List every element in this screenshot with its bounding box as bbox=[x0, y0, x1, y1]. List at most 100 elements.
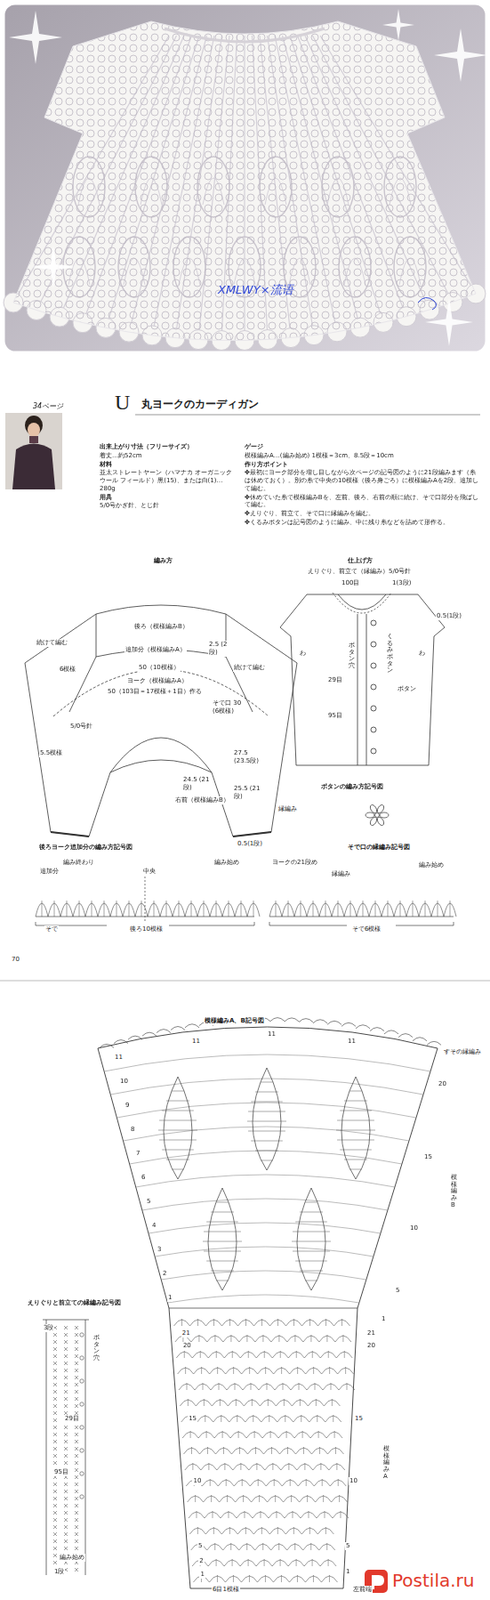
drawing-stroke bbox=[250, 1140, 283, 1141]
label-text: 仕上げ方 bbox=[346, 556, 374, 565]
drawing-stroke bbox=[315, 1397, 317, 1406]
drawing-stroke bbox=[193, 1366, 210, 1374]
drawing-stroke bbox=[184, 1023, 200, 1028]
label-text: ボタン穴 bbox=[347, 642, 356, 670]
drawing-stroke bbox=[64, 1538, 68, 1543]
drawing-stroke bbox=[53, 1396, 57, 1400]
drawing-stroke bbox=[222, 1429, 224, 1438]
drawing-stroke bbox=[292, 1230, 330, 1232]
drawing-stroke bbox=[252, 1413, 254, 1422]
drawing-stroke bbox=[273, 1478, 275, 1486]
drawing-stroke bbox=[321, 1478, 323, 1486]
drawing-stroke bbox=[280, 1558, 282, 1566]
drawing-stroke bbox=[248, 1130, 286, 1132]
drawing-stroke bbox=[74, 1566, 79, 1571]
label-text: 5 bbox=[345, 1541, 351, 1550]
drawing-stroke bbox=[53, 1389, 57, 1393]
drawing-stroke bbox=[242, 1382, 259, 1390]
drawing-stroke bbox=[275, 899, 277, 916]
drawing-stroke bbox=[270, 1318, 287, 1326]
drawing-stroke bbox=[334, 1429, 336, 1438]
label-text: 5/0号針 bbox=[69, 722, 94, 731]
drawing-stroke bbox=[64, 1510, 68, 1514]
drawing-stroke bbox=[203, 899, 205, 916]
drawing-stroke bbox=[74, 1346, 79, 1350]
drawing-stroke bbox=[53, 1524, 57, 1528]
label-text: 11 bbox=[113, 1052, 124, 1061]
drawing-stroke bbox=[53, 1552, 57, 1557]
drawing-stroke bbox=[191, 899, 193, 916]
drawing-stroke bbox=[319, 1334, 336, 1342]
drawing-stroke bbox=[240, 1350, 257, 1358]
drawing-stroke bbox=[330, 1381, 332, 1390]
drawing-stroke bbox=[224, 1461, 225, 1470]
drawing-stroke bbox=[316, 1413, 318, 1422]
drawing-stroke bbox=[304, 1558, 321, 1566]
drawing-stroke bbox=[53, 1460, 57, 1464]
drawing-stroke bbox=[53, 1360, 57, 1365]
drawing-stroke bbox=[64, 1374, 68, 1379]
drawing-stroke bbox=[306, 1494, 308, 1502]
drawing-stroke bbox=[297, 1365, 298, 1374]
text-column: 出来上がり寸法（フリーサイズ）着丈…約52cm材料並太ストレートヤーン（ハマナカ… bbox=[99, 442, 233, 511]
label-text: 10 bbox=[192, 1476, 202, 1485]
drawing-stroke bbox=[379, 811, 389, 818]
drawing-stroke bbox=[181, 1414, 198, 1422]
drawing-stroke bbox=[262, 1430, 279, 1438]
drawing-stroke bbox=[53, 1381, 57, 1386]
drawing-stroke bbox=[304, 1350, 321, 1358]
drawing-stroke bbox=[317, 1526, 334, 1534]
label-text: 0.5(1段) bbox=[435, 611, 463, 620]
drawing-stroke bbox=[310, 1430, 327, 1438]
drawing-stroke bbox=[298, 1381, 300, 1390]
drawing-stroke bbox=[166, 1158, 190, 1160]
drawing-stroke bbox=[53, 1559, 57, 1564]
drawing-stroke bbox=[370, 705, 377, 711]
drawing-stroke bbox=[336, 1461, 338, 1470]
drawing-stroke bbox=[249, 1574, 250, 1582]
drawing-stroke bbox=[203, 1250, 241, 1252]
drawing-stroke bbox=[248, 1558, 250, 1566]
drawing-stroke bbox=[80, 1332, 84, 1336]
label-text: 20 bbox=[182, 1341, 193, 1350]
drawing-stroke bbox=[223, 1334, 240, 1342]
drawing-stroke bbox=[41, 899, 43, 916]
drawing-stroke bbox=[64, 1360, 68, 1365]
drawing-stroke bbox=[174, 1318, 191, 1326]
drawing-stroke bbox=[277, 1317, 279, 1326]
drawing-stroke bbox=[213, 1526, 215, 1534]
drawing-stroke bbox=[303, 1445, 305, 1454]
drawing-stroke bbox=[248, 1349, 250, 1358]
drawing-stroke bbox=[284, 1413, 286, 1422]
drawing-stroke bbox=[53, 1517, 57, 1521]
drawing-stroke bbox=[96, 613, 226, 657]
drawing-stroke bbox=[355, 1024, 370, 1029]
drawing-stroke bbox=[53, 1403, 57, 1407]
label-text: 作り方ポイント bbox=[244, 460, 481, 469]
drawing-stroke bbox=[53, 1538, 57, 1543]
label-text: 3 bbox=[156, 1245, 162, 1254]
drawing-stroke bbox=[64, 1381, 68, 1386]
drawing-stroke bbox=[349, 1168, 362, 1170]
drawing-stroke bbox=[53, 1488, 57, 1493]
drawing-stroke bbox=[294, 1542, 296, 1550]
drawing-stroke bbox=[53, 1353, 57, 1358]
drawing-stroke bbox=[191, 1445, 193, 1454]
drawing-stroke bbox=[313, 899, 314, 916]
drawing-stroke bbox=[375, 899, 377, 916]
drawing-stroke bbox=[74, 1481, 79, 1486]
drawing-stroke bbox=[210, 1211, 234, 1213]
drawing-stroke bbox=[216, 1349, 217, 1358]
drawing-stroke bbox=[184, 1349, 185, 1358]
drawing-stroke bbox=[342, 1333, 344, 1342]
drawing-stroke bbox=[74, 1389, 79, 1393]
drawing-stroke bbox=[74, 1389, 79, 1393]
drawing-stroke bbox=[74, 1538, 79, 1543]
cardigan-photo bbox=[13, 21, 476, 341]
label-text: 0.5(1段) bbox=[236, 839, 264, 848]
drawing-stroke bbox=[64, 1453, 68, 1457]
label-text: 15 bbox=[187, 1413, 198, 1422]
drawing-stroke bbox=[53, 1481, 57, 1486]
drawing-stroke bbox=[251, 1397, 253, 1406]
